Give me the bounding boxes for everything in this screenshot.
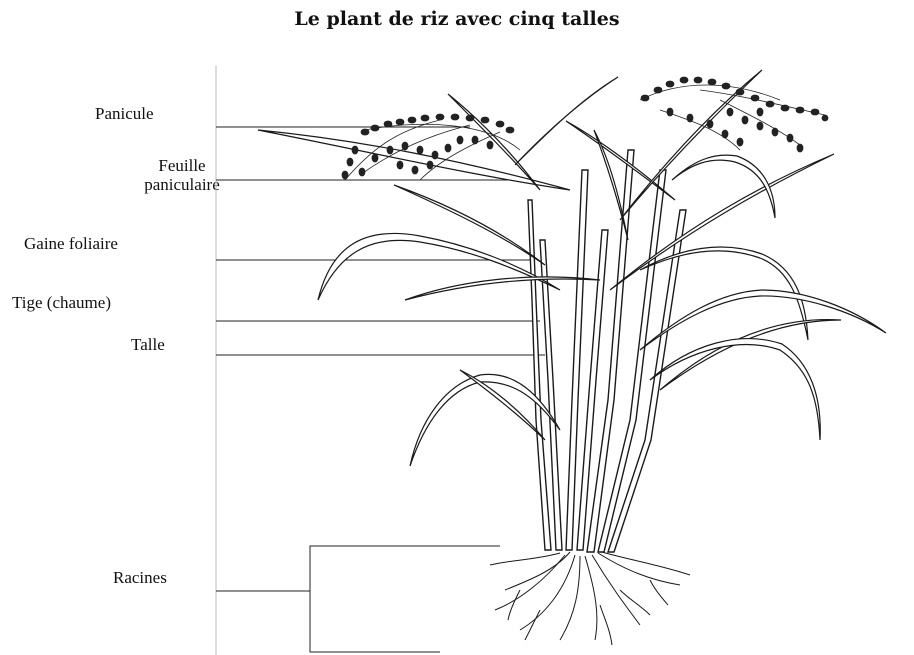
right-panicule [640,77,828,152]
leader-racines-top [216,546,500,591]
stems [528,150,686,552]
roots [490,552,690,645]
leader-racines-bottom [310,591,440,652]
